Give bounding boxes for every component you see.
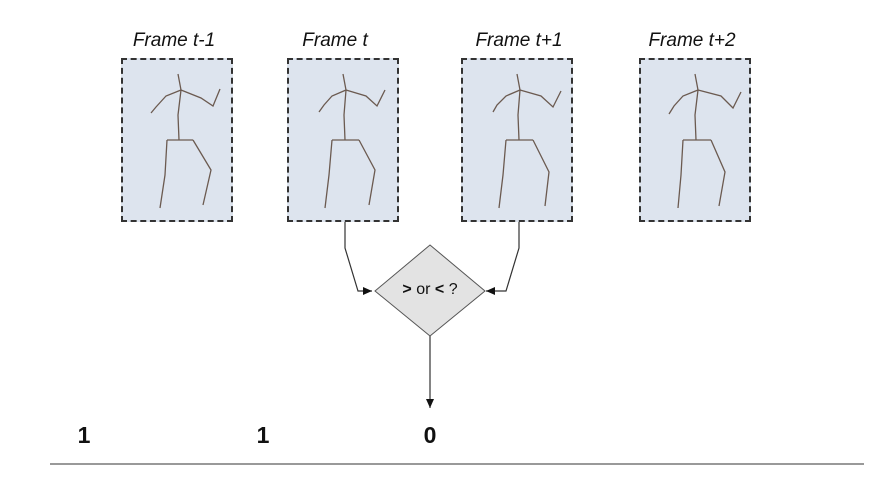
skeleton-figure [492, 73, 562, 209]
greater-than-symbol: > [402, 281, 412, 298]
frame-box-t [287, 58, 399, 222]
skeleton-figure [150, 73, 221, 209]
skeleton-figure [668, 73, 742, 209]
connector-frame-t-plus-1 [486, 222, 520, 295]
frame-box-t-plus-2 [639, 58, 751, 222]
skeleton-figure [318, 73, 386, 209]
frame-label-t-plus-2: Frame t+2 [648, 30, 736, 51]
result-value-3: 0 [423, 422, 437, 448]
frame-box-t-plus-1 [461, 58, 573, 222]
or-text: or [416, 281, 431, 298]
less-than-symbol: < [434, 281, 445, 298]
frame-label-t: Frame t [302, 30, 368, 51]
frame-box-t-minus-1 [121, 58, 233, 222]
frame-label-t-plus-1: Frame t+1 [475, 30, 563, 51]
question-mark: ? [448, 281, 458, 298]
result-value-1: 1 [77, 422, 91, 448]
result-value-2: 1 [256, 422, 270, 448]
frame-label-t-minus-1: Frame t-1 [132, 30, 216, 51]
connector-frame-t [344, 222, 372, 295]
comparator-label: > or < ? [402, 281, 457, 299]
